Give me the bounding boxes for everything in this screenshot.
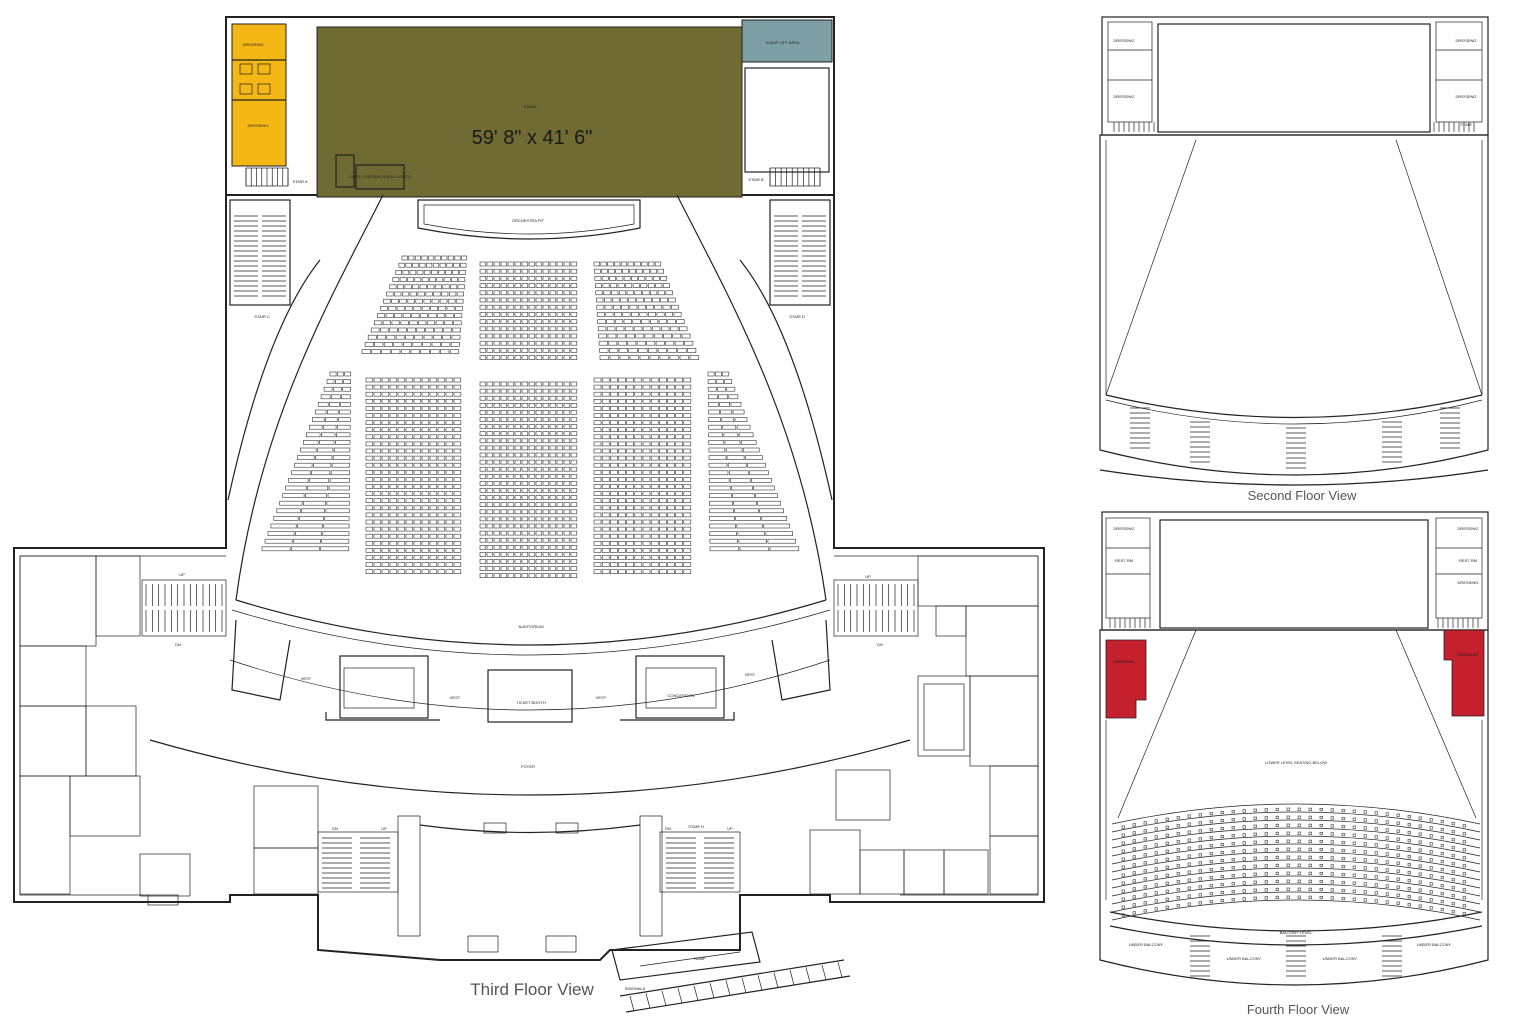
fourth-dressing-right-top: DRESSING: [1458, 526, 1479, 531]
up-label-left: UP: [179, 572, 185, 577]
under-balcony-1: UNDER BALCONY: [1129, 942, 1164, 947]
fourth-floor-stairs: [1109, 618, 1479, 977]
up-label-entry-left: UP: [381, 826, 387, 831]
under-balcony-3: UNDER BALCONY: [1323, 956, 1358, 961]
ticket-booth-label: TICKET BOOTH: [516, 700, 546, 705]
dn-label-right: DN: [877, 642, 883, 647]
stair-c-d-steps: [234, 215, 826, 297]
dressing-room-area: [231, 23, 287, 167]
second-floor-plan: [1099, 16, 1489, 486]
sidewalk-label: SIDEWALK: [625, 986, 646, 991]
vest-right-label: VEST: [745, 672, 756, 677]
third-floor-plan: [13, 16, 1045, 1013]
dn-label-entry-right: DN: [665, 826, 671, 831]
second-dressing-left-top: DRESSING: [1114, 38, 1135, 43]
under-balcony-4: UNDER BALCONY: [1417, 942, 1452, 947]
vest-center-right-label: VEST: [596, 695, 607, 700]
under-balcony-2: UNDER BALCONY: [1227, 956, 1262, 961]
second-floor-stairs: [1113, 122, 1475, 469]
orchestra-pit-label: ORCHESTRA PIT: [512, 218, 545, 223]
equip-lift-area: [741, 19, 833, 63]
auditorium-seating: [261, 255, 800, 579]
vest-left-label: VEST: [301, 676, 312, 681]
fourth-red-dressing-right: DRESSING: [1458, 652, 1479, 657]
stair-h-label: STAIR H: [688, 824, 704, 829]
plan-labels: DRESSING DRESSING EQUIP LIFT AREA STAGE …: [175, 38, 1478, 1017]
dn-label-entry-left: DN: [332, 826, 338, 831]
fourth-dressing-right-mid: DRESSING: [1458, 580, 1479, 585]
dressing-bottom-label: DRESSING: [248, 123, 269, 128]
stair-b-label: STAIR B: [748, 177, 764, 182]
auditorium-label: AUDITORIUM: [518, 624, 543, 629]
second-dressing-right-bottom: DRESSING: [1456, 94, 1477, 99]
lower-seating-label: LOWER LEVEL SEATING BELOW: [1265, 760, 1327, 765]
foyer-label: FOYER: [521, 764, 535, 769]
stair-a-steps: [245, 168, 821, 186]
fourth-floor-caption: Fourth Floor View: [1247, 1002, 1350, 1017]
stage-label: STAGE: [523, 104, 537, 109]
up-label-entry-right: UP: [727, 826, 733, 831]
second-stair-label: STAIR: [1460, 122, 1472, 127]
stair-c-label: STAIR C: [254, 314, 270, 319]
second-dressing-right-top: DRESSING: [1456, 38, 1477, 43]
stair-a-label: STAIR A: [292, 179, 307, 184]
fourth-dressing-left-top: DRESSING: [1114, 526, 1135, 531]
fourth-rest-rm-left: REST RM: [1115, 558, 1133, 563]
vest-center-left-label: VEST: [450, 695, 461, 700]
fourth-red-dressing-left: DRESSING: [1114, 659, 1135, 664]
fourth-floor-dressing-right: [1443, 629, 1485, 717]
curtain-label: CLEO / CURTAIN STAGE LIGHTS: [349, 174, 411, 179]
stair-d-label: STAIR D: [789, 314, 805, 319]
fourth-floor-plan: [1099, 511, 1489, 986]
dn-label-left: DN: [175, 642, 181, 647]
dressing-top-label: DRESSING: [243, 42, 264, 47]
fourth-floor-dressing-left: [1105, 639, 1147, 719]
second-dressing-left-bottom: DRESSING: [1114, 94, 1135, 99]
balcony-level-label: BALCONY LEVEL: [1280, 930, 1313, 935]
stage-area: [316, 26, 743, 198]
side-stair-steps: [145, 584, 915, 632]
concession-label: CONCESSION: [668, 693, 695, 698]
third-floor-caption: Third Floor View: [470, 980, 594, 999]
ramp-label: RAMP: [694, 956, 706, 961]
stage-dimensions: 59' 8" x 41' 6": [472, 127, 593, 149]
balcony-seating-rows: [1109, 803, 1483, 946]
up-label-right: UP: [865, 574, 871, 579]
fourth-rest-rm-right: REST RM: [1459, 558, 1477, 563]
second-floor-caption: Second Floor View: [1248, 488, 1357, 503]
equip-lift-label: EQUIP LIFT AREA: [766, 40, 800, 45]
entry-stair-steps: [322, 837, 734, 889]
sidewalk-lines: [629, 962, 843, 1012]
